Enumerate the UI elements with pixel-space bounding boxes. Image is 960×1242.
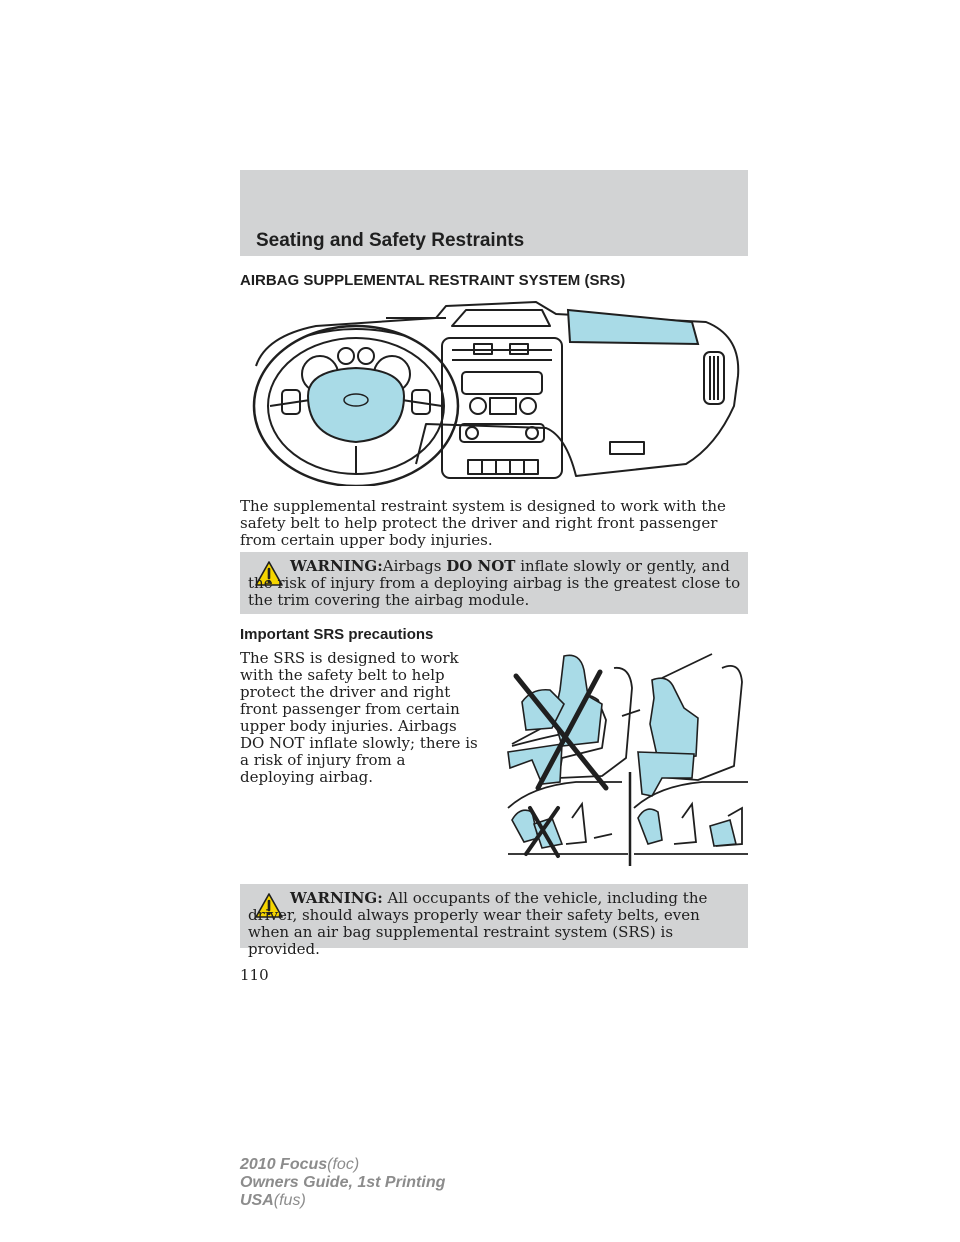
page-number: 110 [240,966,269,984]
page-title: Seating and Safety Restraints [256,230,525,251]
section-title: AIRBAG SUPPLEMENTAL RESTRAINT SYSTEM (SR… [240,272,626,289]
subsection-title: Important SRS precautions [240,626,434,643]
warning-triangle-icon [255,893,283,918]
footer-region: USA [240,1192,274,1209]
warning-text-2: WARNING: All occupants of the vehicle, i… [248,890,742,958]
warning-box-1: WARNING:Airbags DO NOT inflate slowly or… [240,552,748,614]
intro-paragraph: The supplemental restraint system is des… [240,497,726,549]
precautions-paragraph: The SRS is designed to work with the saf… [240,649,478,786]
section-header-band: Seating and Safety Restraints [240,170,748,256]
footer-line-region: USA(fus) [240,1192,445,1210]
footer-line-guide: Owners Guide, 1st Printing [240,1174,446,1191]
warning-text-1: WARNING:Airbags DO NOT inflate slowly or… [248,558,742,609]
occupant-position-illustration [507,653,748,866]
warning-label: WARNING: [290,889,383,907]
print-footer: 2010 Focus(foc) Owners Guide, 1st Printi… [240,1156,445,1210]
dashboard-airbag-illustration [252,301,740,486]
warning-box-2: WARNING: All occupants of the vehicle, i… [240,884,748,958]
warning-prefix: Airbags [382,557,447,575]
warning-triangle-icon [255,561,283,586]
warning-body: All occupants of the vehicle, including … [248,889,708,958]
warning-emphasis: DO NOT [446,557,516,575]
footer-model-code: (foc) [327,1156,360,1173]
warning-body: inflate slowly or gently, and the risk o… [248,557,741,609]
warning-label: WARNING: [290,557,383,575]
footer-region-code: (fus) [273,1192,306,1209]
footer-model: 2010 Focus [240,1156,328,1173]
footer-line-model: 2010 Focus(foc) [240,1156,445,1174]
